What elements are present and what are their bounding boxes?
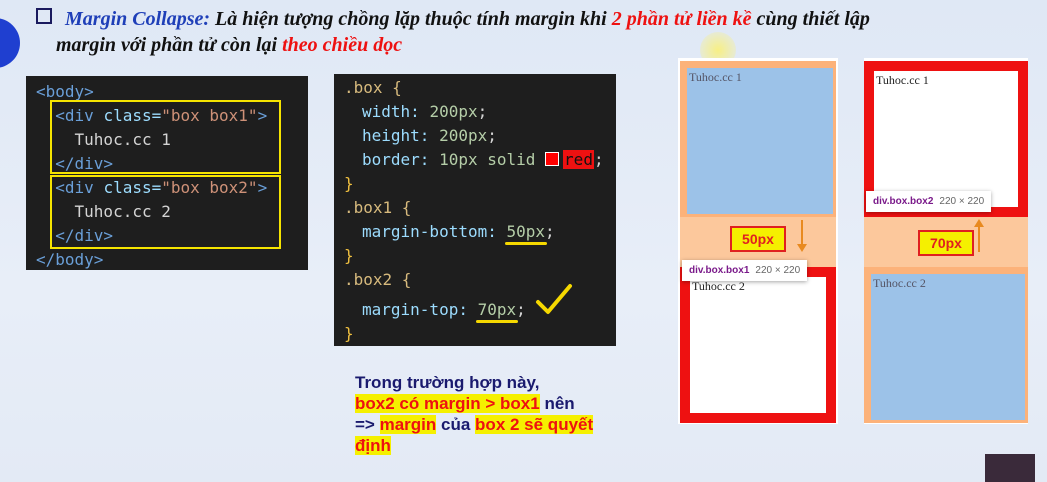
title-text-1: Là hiện tượng chồng lặp thuộc tính margi… — [215, 8, 607, 30]
checkbox-bullet-icon — [36, 8, 52, 24]
code-box2-text: Tuhoc.cc 2 — [74, 202, 171, 221]
css-margin-top-val: 70px — [477, 300, 517, 319]
code-box2-class: "box box2" — [161, 178, 258, 197]
checkmark-icon — [536, 284, 572, 314]
box2-left: Tuhoc.cc 2 — [680, 267, 836, 423]
css-height-prop: height: — [362, 126, 430, 145]
code-box1-text: Tuhoc.cc 1 — [74, 130, 171, 149]
title-text-3: margin với phần tử còn lại — [56, 34, 278, 56]
css-border-color: red — [563, 150, 594, 169]
highlight-box2-frame — [50, 175, 281, 249]
code-gt: > — [257, 178, 268, 197]
title-text-2: cùng thiết lập — [756, 8, 870, 30]
margin-label-70: 70px — [918, 230, 974, 256]
code-body-open: <body> — [36, 82, 94, 101]
demo-panel-left: Tuhoc.cc 1 50px Tuhoc.cc 2 div.box.box1 2… — [678, 58, 838, 424]
inspector-tooltip: div.box.box1 220 × 220 — [682, 260, 808, 281]
box1-label: Tuhoc.cc 1 — [687, 68, 833, 214]
note-text-2: của — [441, 415, 471, 434]
note-highlight-3: box 2 sẽ quyết — [475, 415, 594, 434]
title-highlight-2: theo chiều dọc — [282, 34, 403, 56]
presenter-thumbnail — [985, 454, 1035, 482]
css-close-brace: } — [344, 174, 354, 193]
tooltip-element-name: div.box.box1 — [689, 265, 750, 276]
css-code-block: .box { width: 200px; height: 200px; bord… — [334, 74, 616, 346]
code-class-attr: class= — [103, 106, 162, 125]
note-text-1: nên — [544, 394, 575, 413]
css-box-selector: .box { — [344, 78, 402, 97]
arrow-up-icon — [974, 219, 984, 252]
box1-selected: Tuhoc.cc 1 — [680, 61, 836, 217]
css-semi: ; — [477, 102, 488, 121]
code-div-open: <div — [55, 106, 94, 125]
box2-label: Tuhoc.cc 2 — [692, 279, 745, 293]
note-highlight-2: margin — [379, 415, 437, 434]
code-div-close: </div> — [55, 226, 114, 245]
margin-label-50: 50px — [730, 226, 786, 252]
note-arrow: => — [355, 415, 375, 434]
tooltip-element-name: div.box.box2 — [873, 196, 934, 207]
code-div-open: <div — [55, 178, 94, 197]
arrow-down-icon — [797, 220, 807, 252]
title-term: Margin Collapse: — [65, 8, 211, 30]
css-close-brace: } — [344, 324, 354, 343]
css-width-prop: width: — [362, 102, 420, 121]
css-margin-bottom-val: 50px — [506, 222, 546, 241]
tooltip-size: 220 × 220 — [939, 196, 985, 207]
decorative-blue-circle — [0, 18, 20, 68]
color-swatch-icon — [545, 152, 560, 166]
css-border-val: 10px solid — [439, 150, 536, 169]
explanation-note: Trong trường hợp này, box2 có margin > b… — [355, 372, 635, 456]
title-highlight-1: 2 phần tử liền kề — [611, 8, 752, 30]
code-div-close: </div> — [55, 154, 114, 173]
css-width-val: 200px — [429, 102, 478, 121]
demo-panel-right: Tuhoc.cc 1 70px Tuhoc.cc 2 div.box.box2 2… — [864, 58, 1028, 424]
note-highlight-1: box2 có margin > box1 — [355, 394, 540, 413]
note-highlight-4: định — [355, 436, 391, 455]
css-margin-bottom-prop: margin-bottom: — [362, 222, 497, 241]
code-class-attr: class= — [103, 178, 162, 197]
code-body-close: </body> — [36, 250, 104, 269]
css-semi: ; — [593, 150, 604, 169]
note-line-1: Trong trường hợp này, — [355, 373, 540, 392]
css-close-brace: } — [344, 246, 354, 265]
box2-label: Tuhoc.cc 2 — [871, 274, 1025, 420]
code-gt: > — [257, 106, 268, 125]
css-semi: ; — [487, 126, 497, 145]
css-box2-selector: .box2 { — [344, 270, 412, 289]
highlight-box1-frame — [50, 100, 281, 174]
css-semi: ; — [545, 222, 555, 241]
inspector-tooltip: div.box.box2 220 × 220 — [866, 191, 992, 212]
css-semi: ; — [516, 300, 526, 319]
box1-label: Tuhoc.cc 1 — [876, 73, 929, 87]
slide-title: Margin Collapse: Là hiện tượng chồng lặp… — [36, 6, 936, 58]
css-border-prop: border: — [362, 150, 430, 169]
css-margin-top-prop: margin-top: — [362, 300, 468, 319]
css-box1-selector: .box1 { — [344, 198, 412, 217]
box2-selected: Tuhoc.cc 2 — [864, 267, 1028, 423]
tooltip-size: 220 × 220 — [755, 265, 801, 276]
code-box1-class: "box box1" — [161, 106, 258, 125]
css-height-val: 200px — [439, 126, 488, 145]
